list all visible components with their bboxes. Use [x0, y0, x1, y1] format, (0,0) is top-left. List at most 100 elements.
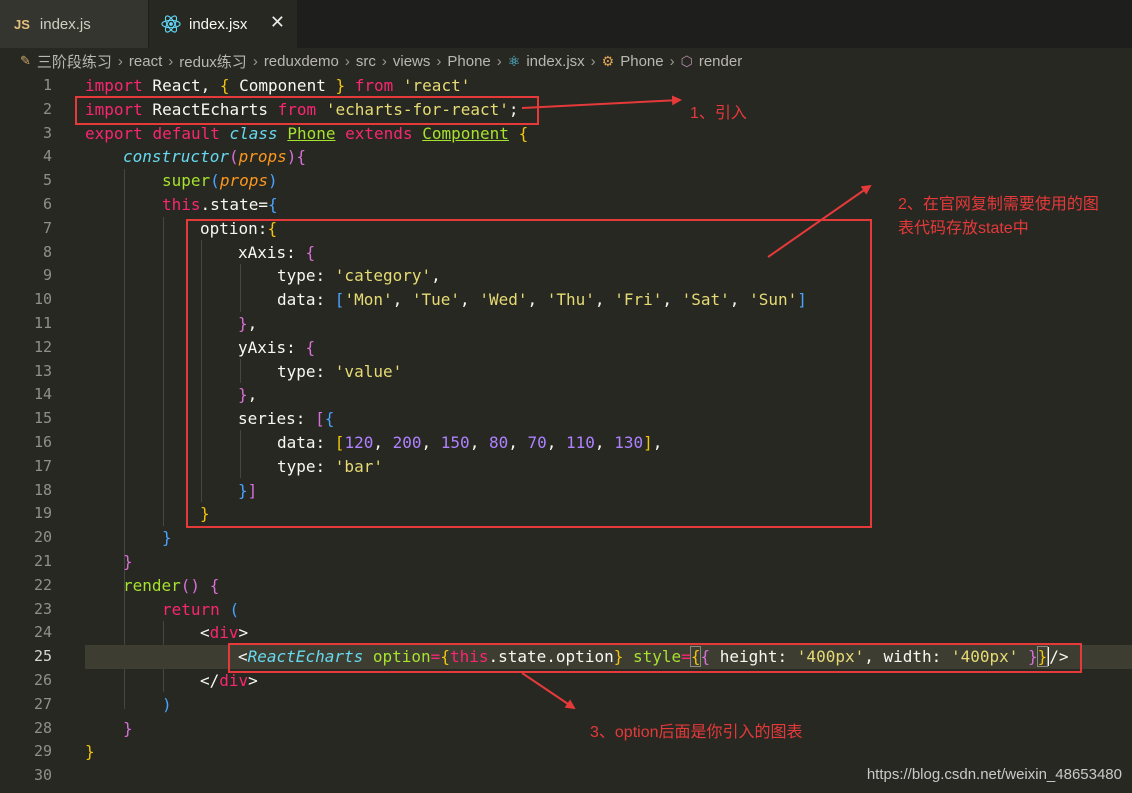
code-editor[interactable]: 1 import React, { Component } from 'react…: [0, 74, 1132, 788]
line-number: 1: [42, 76, 52, 94]
line-number: 27: [33, 694, 52, 713]
breadcrumb-item[interactable]: react: [128, 52, 163, 70]
line-number: 17: [33, 456, 52, 475]
indent-guide: [163, 217, 164, 526]
chevron-right-icon: ›: [117, 52, 123, 70]
line-number: 18: [33, 480, 52, 499]
code-line: 3 export default class Phone extends Comp…: [0, 122, 1132, 146]
code-text: return (: [162, 599, 240, 619]
line-number: 15: [33, 409, 52, 428]
code-line: 26 </div>: [0, 669, 1132, 693]
chevron-right-icon: ›: [168, 52, 174, 70]
code-line: 18}]: [0, 479, 1132, 503]
code-line: 29}: [0, 740, 1132, 764]
code-text: xAxis: {: [238, 242, 316, 262]
code-text: }: [200, 504, 210, 524]
code-text: type: 'bar': [277, 456, 383, 476]
code-text: data: ['Mon', 'Tue', 'Wed', 'Thu', 'Fri'…: [277, 290, 807, 310]
code-text: option:{: [200, 218, 278, 238]
line-number: 10: [33, 290, 52, 309]
chevron-right-icon: ›: [669, 52, 675, 70]
code-line: 23 return (: [0, 598, 1132, 622]
code-text: data: [120, 200, 150, 80, 70, 110, 130],: [277, 432, 663, 452]
react-file-icon: ⚛: [507, 52, 521, 69]
code-line: 15 series: [{: [0, 407, 1132, 431]
breadcrumb-item[interactable]: src: [355, 52, 376, 70]
code-text: },: [238, 313, 258, 333]
breadcrumb-item[interactable]: render: [698, 52, 743, 70]
line-number: 21: [33, 551, 52, 570]
breadcrumb-item[interactable]: redux练习: [179, 53, 247, 71]
line-number: 24: [33, 623, 52, 642]
line-number: 23: [33, 599, 52, 618]
close-icon[interactable]: ✕: [269, 12, 285, 32]
code-text: export default class Phone extends Compo…: [85, 123, 529, 143]
line-number: 12: [33, 337, 52, 356]
react-file-icon: [161, 15, 181, 33]
line-number: 29: [33, 742, 52, 761]
chevron-right-icon: ›: [590, 52, 596, 70]
code-text: super(props): [162, 171, 278, 191]
breadcrumb-item[interactable]: reduxdemo: [263, 52, 339, 70]
code-text: series: [{: [238, 409, 335, 429]
code-line: 1 import React, { Component } from 'react…: [0, 74, 1132, 98]
code-text: <div>: [200, 623, 249, 643]
code-text: }: [123, 551, 133, 571]
line-number: 5: [42, 171, 52, 190]
code-line: 28}: [0, 717, 1132, 741]
code-line: 11},: [0, 312, 1132, 336]
tab-label: index.js: [39, 15, 91, 33]
folder-pencil-icon: ✎: [20, 53, 31, 68]
code-text: }: [162, 528, 172, 548]
line-number: 6: [42, 194, 52, 213]
line-number: 7: [42, 218, 52, 237]
code-text: import React, { Component } from 'react': [85, 76, 471, 95]
chevron-right-icon: ›: [436, 52, 442, 70]
tab-label: index.jsx: [189, 15, 248, 33]
breadcrumb-item[interactable]: views: [392, 52, 431, 70]
tab-index-jsx[interactable]: index.jsx ✕: [149, 0, 297, 48]
code-text: },: [238, 385, 258, 405]
option-highlight-box: [186, 219, 872, 528]
code-line: 21}: [0, 550, 1132, 574]
code-line: 30: [0, 764, 1132, 788]
line-number: 16: [33, 432, 52, 451]
class-symbol-icon: ⚙: [601, 52, 615, 69]
code-line: 5 super(props): [0, 169, 1132, 193]
breadcrumb-item[interactable]: 三阶段练习: [36, 53, 112, 71]
arrow-to-note-2: [767, 184, 872, 258]
arrow-to-note-3: [521, 672, 576, 710]
line-number: 14: [33, 385, 52, 404]
tab-index-js[interactable]: JS index.js: [0, 0, 148, 48]
indent-guide: [201, 240, 202, 502]
code-text: <ReactEcharts option={this.state.option}…: [238, 646, 1069, 668]
code-line: 12 yAxis: {: [0, 336, 1132, 360]
code-line: 10 data: ['Mon', 'Tue', 'Wed', 'Thu', 'Fr…: [0, 288, 1132, 312]
code-line: 7 option:{: [0, 217, 1132, 241]
line-number: 3: [42, 123, 52, 142]
breadcrumb-item[interactable]: Phone: [447, 52, 491, 70]
indent-guide: [124, 169, 125, 709]
annotation-note-2-line1: 2、在官网复制需要使用的图: [898, 196, 1099, 213]
line-number: 13: [33, 361, 52, 380]
line-number: 4: [42, 147, 52, 166]
annotation-note-3: 3、option后面是你引入的图表: [590, 724, 803, 741]
breadcrumb-item[interactable]: index.jsx: [526, 52, 585, 70]
code-line: 27): [0, 693, 1132, 717]
chevron-right-icon: ›: [381, 52, 387, 70]
code-line: 17 type: 'bar': [0, 455, 1132, 479]
code-text: type: 'category',: [277, 266, 441, 286]
code-text: yAxis: {: [238, 337, 316, 357]
line-number: 26: [33, 670, 52, 689]
code-line: 20}: [0, 526, 1132, 550]
breadcrumb-item[interactable]: Phone: [620, 52, 664, 70]
code-text: </div>: [200, 670, 258, 690]
line-number: 11: [33, 313, 52, 332]
